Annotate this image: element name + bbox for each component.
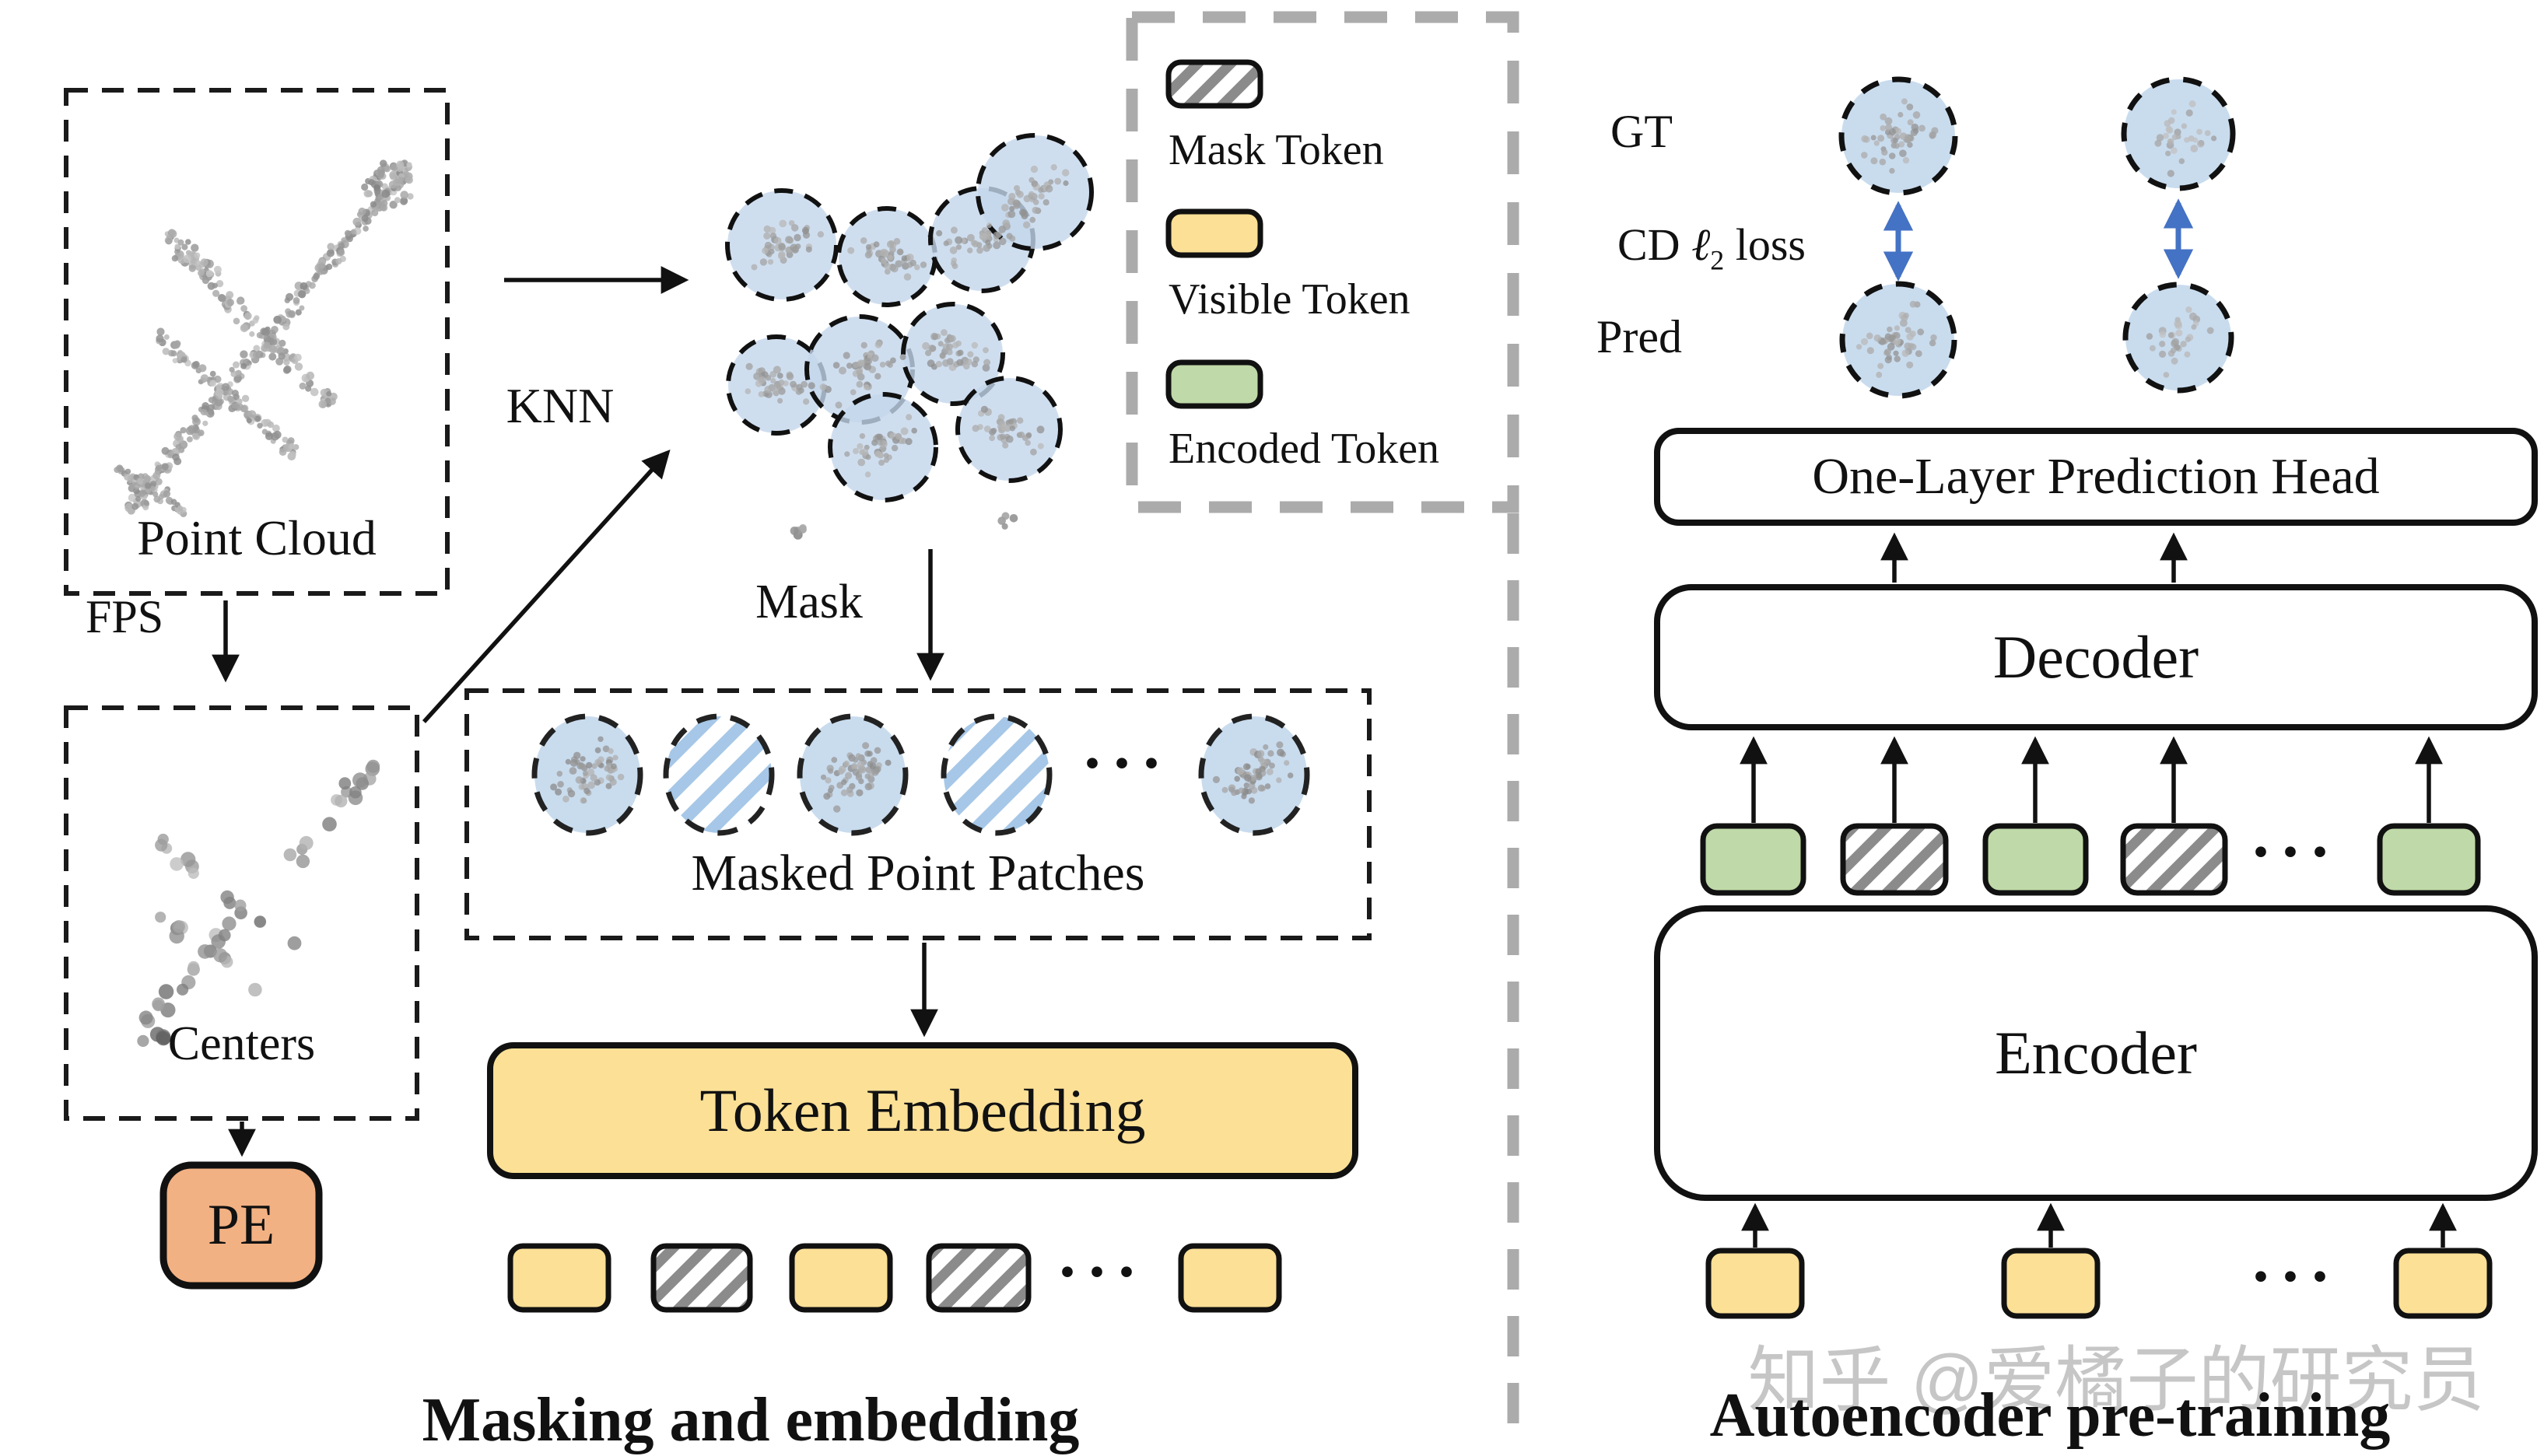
legend-encoded-token-label: Encoded Token xyxy=(1169,425,1440,473)
prediction-head-label: One-Layer Prediction Head xyxy=(1812,448,2380,505)
fps-label: FPS xyxy=(86,591,164,642)
encoded-token-3 xyxy=(2377,823,2481,896)
visible-token-2 xyxy=(789,1243,893,1313)
encoder-box xyxy=(1654,905,2538,1201)
mask-token-4 xyxy=(2120,823,2228,896)
decoder-box xyxy=(1654,584,2538,730)
decoder-label: Decoder xyxy=(1992,623,2199,691)
flow-arrows xyxy=(212,266,2457,1248)
embedded-token-row xyxy=(507,1243,1282,1313)
visible-token-enc-3 xyxy=(2393,1248,2493,1319)
cd-loss-suffix: loss xyxy=(1724,219,1806,270)
cd-loss-subscript: 2 xyxy=(1710,244,1725,276)
point-cloud-box xyxy=(64,88,450,596)
token-embedding-box xyxy=(487,1042,1358,1179)
legend-mask-token-label: Mask Token xyxy=(1169,126,1384,174)
legend-mask-token-swatch xyxy=(1165,59,1263,109)
encoder-label: Encoder xyxy=(1995,1019,2197,1087)
centers-label: Centers xyxy=(167,1017,316,1070)
visible-token-enc-2 xyxy=(2001,1248,2101,1319)
cd-loss-label: CD ℓ2 loss xyxy=(1578,221,1845,275)
pred-circle-2 xyxy=(2122,282,2234,394)
point-scatter-layer xyxy=(114,98,2217,1047)
visible-token-1 xyxy=(507,1243,611,1313)
masking-section-title: Masking and embedding xyxy=(422,1386,1080,1454)
masked-patches-box xyxy=(464,688,1372,940)
mask-token-3 xyxy=(1840,823,1949,896)
ellipsis-decoder-row: ··· xyxy=(2250,816,2339,888)
decoder-input-row xyxy=(1700,823,2481,896)
encoded-token-2 xyxy=(1982,823,2089,896)
knn-patch-circle-7 xyxy=(901,302,1005,406)
mask-token-1 xyxy=(650,1243,753,1313)
legend-box xyxy=(1126,11,1519,513)
masked-patch-row xyxy=(531,713,1310,836)
legend-visible-token-swatch xyxy=(1165,208,1263,258)
encoded-token-1 xyxy=(1700,823,1806,896)
mask-token-2 xyxy=(926,1243,1032,1313)
cd-loss-symbol: ℓ xyxy=(1691,218,1711,271)
patch-masked-1 xyxy=(663,713,775,836)
mask-label: Mask xyxy=(755,576,863,628)
patch-masked-2 xyxy=(941,713,1053,836)
centers-box xyxy=(64,705,419,1121)
ellipsis-token-row-left: ··· xyxy=(1056,1236,1146,1308)
arrow-centers-to-cluster xyxy=(422,450,671,723)
ellipsis-masked-patches: ··· xyxy=(1081,727,1171,800)
prediction-head-box xyxy=(1654,428,2538,526)
loss-arrows xyxy=(1883,198,2194,282)
point-cloud-label: Point Cloud xyxy=(137,510,377,565)
legend-visible-token-label: Visible Token xyxy=(1169,275,1410,324)
token-embedding-label: Token Embedding xyxy=(699,1076,1146,1144)
visible-token-enc-1 xyxy=(1705,1248,1805,1319)
legend-encoded-token-swatch xyxy=(1165,359,1263,409)
pred-label: Pred xyxy=(1596,311,1682,362)
encoder-input-row xyxy=(1705,1248,2493,1319)
patch-visible-2 xyxy=(797,713,909,836)
pe-label: PE xyxy=(207,1193,275,1257)
knn-label: KNN xyxy=(506,378,615,433)
visible-token-3 xyxy=(1178,1243,1282,1313)
autoencoder-section-title: Autoencoder pre-training xyxy=(1709,1381,2391,1450)
gt-label: GT xyxy=(1610,106,1673,157)
watermark: 知乎 @爱橘子的研究员 xyxy=(1747,1341,2485,1420)
knn-patch-circle-4 xyxy=(976,133,1094,251)
masked-patches-label: Masked Point Patches xyxy=(691,845,1145,901)
pe-box xyxy=(159,1161,323,1290)
cd-loss-prefix: CD xyxy=(1617,219,1692,270)
ellipsis-encoder-row: ··· xyxy=(2250,1241,2339,1313)
